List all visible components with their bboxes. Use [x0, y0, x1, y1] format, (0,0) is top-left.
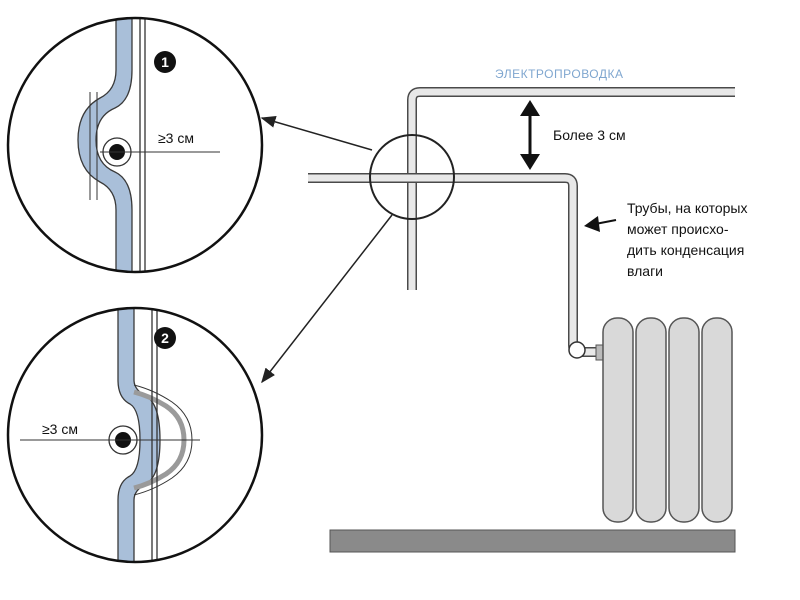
detail-2-distance: ≥3 см [42, 421, 78, 437]
distance-label: Более 3 см [553, 127, 626, 143]
detail-2-number-badge [154, 327, 176, 349]
pipe-line [308, 173, 600, 357]
wiring-label: ЭЛЕКТРОПРОВОДКА [495, 67, 624, 81]
radiator [595, 317, 733, 523]
detail-2: 2 ≥3 см [6, 306, 264, 564]
pointer-line-1 [260, 116, 373, 151]
pipes-arrow [584, 216, 617, 232]
pipes-label-line2: может происхо- [627, 221, 729, 237]
crossing-zoom-circle [369, 134, 455, 220]
detail-1-number-badge [154, 51, 176, 73]
detail-1-number: 1 [161, 54, 169, 70]
detail-1: 1 ≥3 см [6, 16, 264, 274]
pipes-label-line1: Трубы, на которых [627, 200, 747, 216]
distance-arrow [520, 100, 540, 170]
detail-1-distance: ≥3 см [158, 130, 194, 146]
detail-2-number: 2 [161, 330, 169, 346]
floor [329, 529, 736, 553]
pipes-label-line3: дить конденсация [627, 242, 744, 258]
pointer-line-2 [261, 214, 393, 384]
pipe-valve [568, 341, 586, 359]
pipes-label-line4: влаги [627, 263, 663, 279]
